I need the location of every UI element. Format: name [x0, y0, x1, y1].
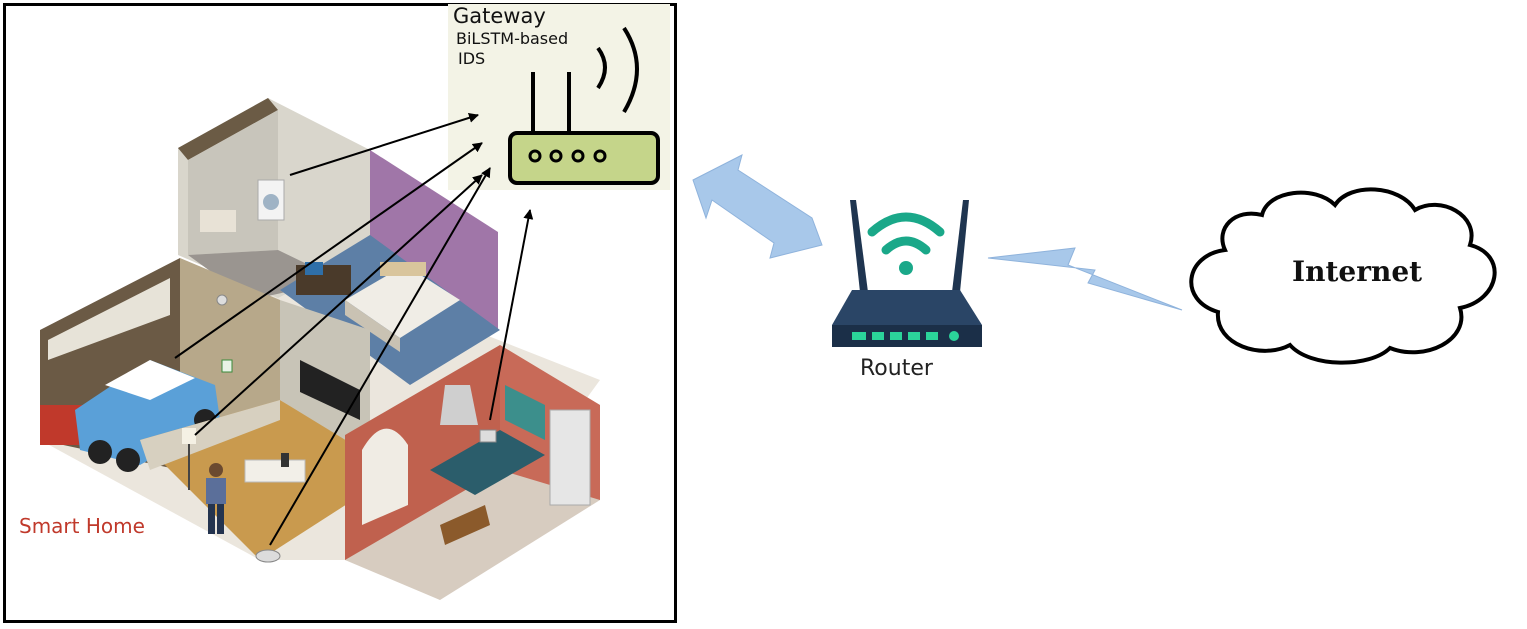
arrow-kitchen-to-gateway	[489, 209, 534, 421]
router-label: Router	[860, 356, 933, 381]
television	[300, 360, 360, 420]
bath-sink	[200, 210, 236, 232]
router-device	[832, 200, 982, 347]
gateway-led-2	[549, 149, 563, 163]
gateway-led-3	[571, 149, 585, 163]
router-antenna-left	[850, 200, 868, 292]
gateway-signal-wave-outer	[622, 26, 639, 114]
device-arrows	[174, 112, 534, 546]
router-front	[832, 325, 982, 347]
arrow-washer-to-gateway	[289, 112, 479, 176]
smart-home-illustration	[40, 98, 600, 600]
washer-door	[263, 194, 279, 210]
gateway-router-double-arrow	[692, 154, 823, 259]
gateway-signal-wave-inner	[596, 46, 607, 90]
internet-label: Internet	[1292, 255, 1423, 288]
smoke-detector	[216, 294, 228, 306]
gateway-device	[508, 26, 660, 185]
kitchen-cabinets	[505, 385, 545, 440]
router-top	[832, 290, 982, 325]
bedroom-purple-wall	[370, 150, 498, 330]
arrow-lamp-to-gateway	[194, 174, 483, 436]
floor-lamp-shade	[182, 428, 196, 444]
router-antenna-right	[952, 200, 969, 292]
wifi-signal-arc-inner	[881, 236, 931, 255]
arrow-car-to-gateway	[174, 142, 483, 359]
arrow-vacuum-to-gateway	[269, 167, 491, 546]
range-hood	[440, 385, 478, 425]
gateway-subtitle-line2: IDS	[458, 49, 486, 68]
gateway-title: Gateway	[453, 4, 546, 28]
kitchen-arch	[362, 428, 408, 525]
laptop	[305, 262, 323, 275]
bed-headboard	[380, 262, 426, 276]
bathroom-wall-top	[178, 98, 278, 160]
sofa	[244, 459, 306, 483]
desk-area	[296, 265, 351, 295]
thermostat	[221, 359, 233, 373]
smart-speaker	[281, 453, 289, 467]
kitchen-table	[440, 505, 490, 545]
person	[206, 463, 226, 534]
kitchen-counter	[430, 430, 545, 495]
internet-cloud	[1189, 187, 1497, 365]
gateway-led-1	[528, 149, 542, 163]
router-status-leds	[852, 331, 959, 341]
gateway-subtitle-line1: BiLSTM-based	[456, 29, 569, 48]
robot-vacuum	[255, 549, 281, 563]
bed	[345, 265, 460, 338]
router-internet-lightning-link	[987, 247, 1183, 311]
wifi-signal-dot	[899, 261, 913, 275]
living-room-half-wall	[140, 400, 280, 470]
wifi-signal-arc-outer	[867, 212, 945, 237]
microwave	[479, 429, 497, 443]
gateway-led-4	[593, 149, 607, 163]
refrigerator	[549, 409, 591, 506]
smart-home-label: Smart Home	[19, 514, 145, 538]
garage-window	[48, 278, 170, 360]
bed-side	[345, 300, 400, 352]
